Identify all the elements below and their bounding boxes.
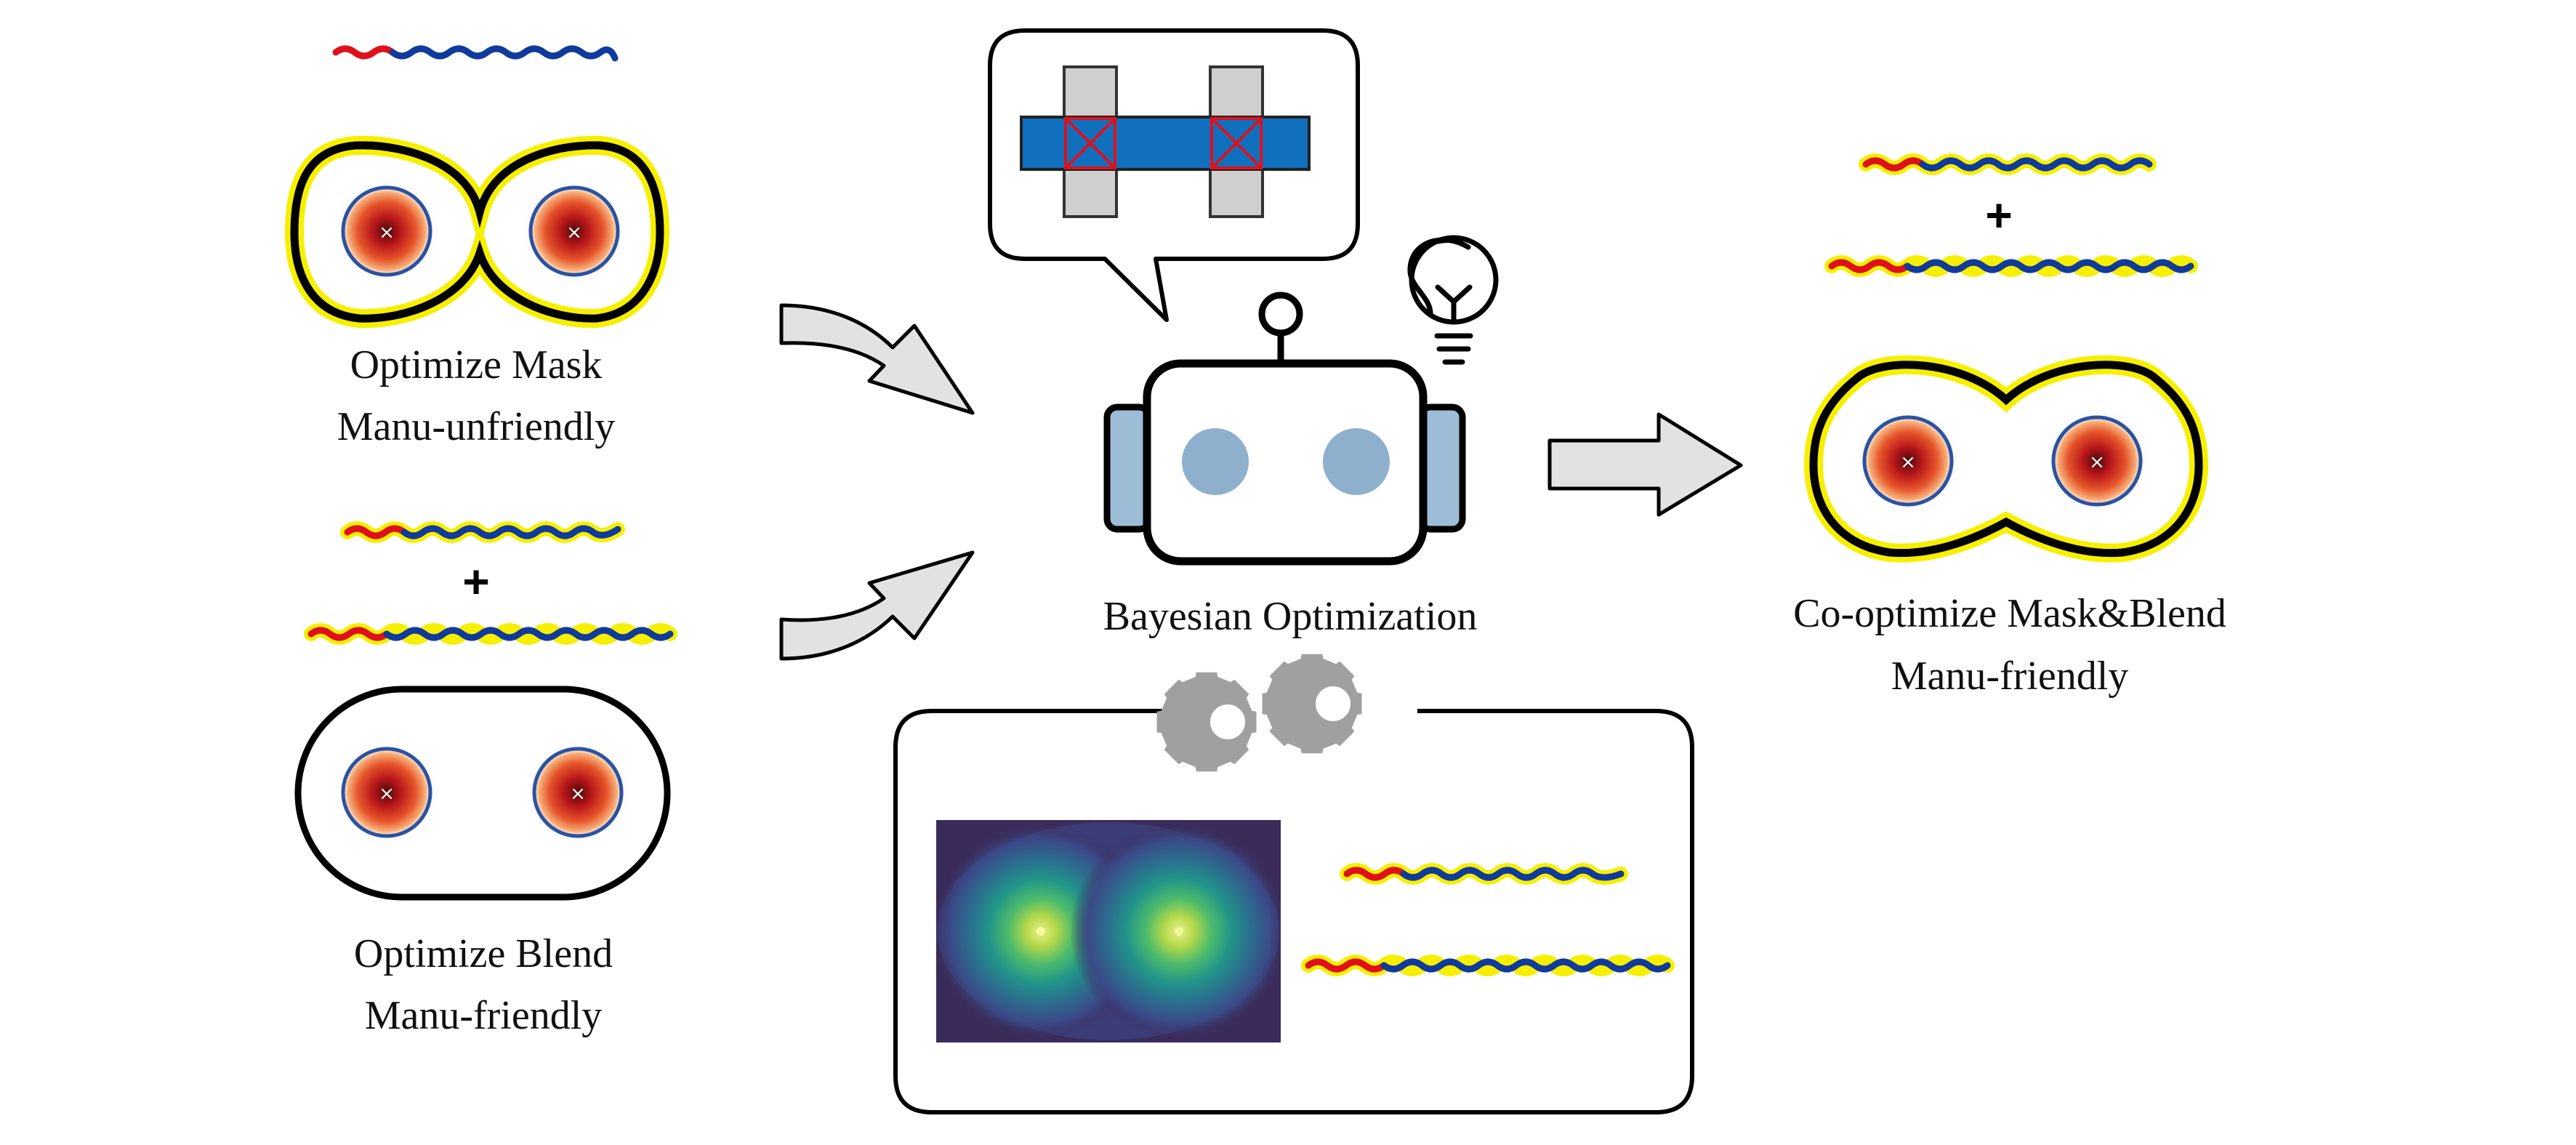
polymer-chain — [1862, 157, 1926, 172]
polymer-chain — [1904, 259, 2194, 273]
mask-label-line2: Manu-unfriendly — [337, 404, 616, 449]
robot-eye — [1323, 428, 1390, 495]
svg-text:×: × — [379, 222, 395, 244]
blend-only-panel: + × × Optimize Blend Manu-friendly — [294, 521, 677, 1038]
arrow-icon — [779, 550, 975, 661]
polymer-chain — [1828, 259, 1911, 273]
polymer-chain — [344, 525, 408, 539]
result-label-line1: Co-optimize Mask&Blend — [1793, 591, 2226, 636]
svg-text:×: × — [2089, 451, 2105, 473]
polymer-chain — [1305, 958, 1388, 973]
svg-text:×: × — [566, 222, 582, 244]
robot-ear-left — [1103, 403, 1153, 533]
svg-text:×: × — [379, 783, 395, 805]
polymer-chain — [1380, 958, 1671, 973]
co-contour — [1809, 361, 2203, 558]
plus-sign: + — [1985, 189, 2012, 241]
blend-label-line1: Optimize Blend — [354, 931, 613, 976]
polymer-chain-single — [332, 45, 396, 60]
domain-boundary — [1862, 415, 1954, 507]
robot-eye — [1182, 428, 1249, 495]
domain-boundary — [2051, 415, 2143, 507]
domain-boundary — [532, 747, 624, 838]
mask-contour — [290, 141, 664, 323]
lightbulb-icon — [1407, 235, 1499, 365]
domain-boundary — [341, 747, 432, 838]
mask-only-panel: × × Optimize Mask Manu-unfriendly — [284, 45, 670, 449]
plus-sign: + — [462, 555, 489, 608]
blend-label-line2: Manu-friendly — [365, 993, 603, 1038]
polymer-chain — [1400, 867, 1625, 881]
polymer-chain — [307, 627, 390, 641]
polymer-chain-single-b — [389, 45, 619, 62]
svg-text:×: × — [570, 783, 586, 805]
overlap-marker — [1064, 117, 1263, 169]
process-box — [893, 709, 1694, 1114]
arrow-icon — [779, 303, 975, 415]
polymer-chain — [1343, 867, 1407, 881]
polymer-chain — [401, 525, 621, 539]
domain-boundary — [528, 185, 620, 277]
arrow-icon — [1547, 412, 1743, 517]
mask-label-line1: Optimize Mask — [350, 342, 603, 387]
polymer-chain — [1919, 157, 2153, 172]
domain-boundary — [341, 185, 432, 277]
center-label: Bayesian Optimization — [1103, 594, 1478, 639]
result-label-line2: Manu-friendly — [1891, 654, 2129, 699]
speech-bubble-icon — [988, 28, 1360, 322]
co-optimize-panel: + × × Co-optimize Mask&Blend Manu-friend… — [1793, 153, 2226, 699]
svg-text:×: × — [1900, 451, 1916, 473]
robot-head — [1143, 359, 1428, 566]
robot-icon — [1103, 292, 1466, 566]
polymer-chain — [383, 627, 674, 641]
density-map — [936, 820, 1281, 1042]
blend-contour — [294, 686, 671, 901]
